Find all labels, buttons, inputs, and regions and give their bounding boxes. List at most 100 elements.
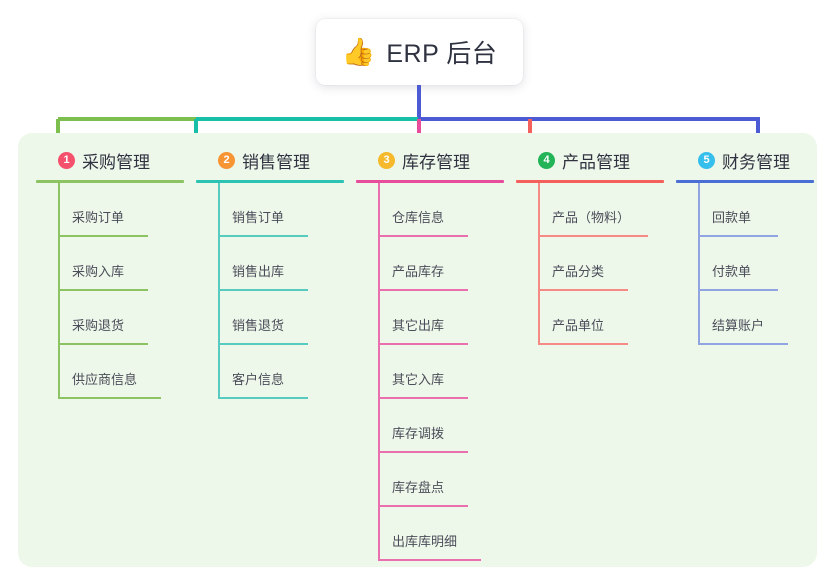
column-title-4: 产品管理: [562, 152, 630, 172]
list-item-rule: [218, 397, 308, 399]
column-title-2: 销售管理: [242, 152, 310, 172]
list-item[interactable]: 结算账户: [676, 291, 826, 345]
list-item[interactable]: 其它出库: [356, 291, 516, 345]
list-item-label: 采购退货: [72, 318, 125, 333]
list-item[interactable]: 库存盘点: [356, 453, 516, 507]
column-items-3: 仓库信息产品库存其它出库其它入库库存调拨库存盘点出库库明细: [356, 183, 516, 561]
column-rule-5: [676, 180, 814, 183]
list-item-label: 回款单: [712, 210, 752, 225]
column-title-5: 财务管理: [722, 152, 790, 172]
column-header-3[interactable]: 3 库存管理: [356, 147, 516, 173]
list-item-rule: [58, 289, 148, 291]
root-title: ERP 后台: [386, 40, 498, 68]
list-item[interactable]: 库存调拨: [356, 399, 516, 453]
list-item[interactable]: 采购入库: [36, 237, 196, 291]
list-item-rule: [538, 235, 648, 237]
column-header-2[interactable]: 2 销售管理: [196, 147, 356, 173]
column-spine-2: [218, 183, 220, 399]
list-item-label: 仓库信息: [392, 210, 445, 225]
list-item-label: 产品单位: [552, 318, 605, 333]
list-item-label: 采购订单: [72, 210, 125, 225]
list-item-rule: [538, 343, 628, 345]
list-item-rule: [698, 343, 788, 345]
list-item-rule: [378, 559, 481, 561]
list-item[interactable]: 采购订单: [36, 183, 196, 237]
list-item-label: 库存盘点: [392, 480, 445, 495]
column-1: 1 采购管理采购订单采购入库采购退货供应商信息: [36, 147, 196, 399]
column-rule-2: [196, 180, 344, 183]
list-item-rule: [378, 289, 468, 291]
list-item-rule: [378, 343, 468, 345]
list-item-rule: [378, 397, 468, 399]
column-items-5: 回款单付款单结算账户: [676, 183, 826, 345]
list-item-label: 付款单: [712, 264, 752, 279]
column-3: 3 库存管理仓库信息产品库存其它出库其它入库库存调拨库存盘点出库库明细: [356, 147, 516, 561]
column-spine-4: [538, 183, 540, 345]
list-item[interactable]: 产品库存: [356, 237, 516, 291]
list-item[interactable]: 产品（物料）: [516, 183, 676, 237]
column-items-1: 采购订单采购入库采购退货供应商信息: [36, 183, 196, 399]
list-item[interactable]: 产品单位: [516, 291, 676, 345]
list-item[interactable]: 客户信息: [196, 345, 356, 399]
list-item-label: 其它出库: [392, 318, 445, 333]
list-item-label: 结算账户: [712, 318, 765, 333]
list-item[interactable]: 销售退货: [196, 291, 356, 345]
list-item-label: 销售出库: [232, 264, 285, 279]
list-item[interactable]: 销售出库: [196, 237, 356, 291]
list-item-label: 产品库存: [392, 264, 445, 279]
list-item[interactable]: 回款单: [676, 183, 826, 237]
column-badge-1: 1: [58, 151, 75, 169]
list-item[interactable]: 供应商信息: [36, 345, 196, 399]
column-badge-3: 3: [378, 151, 395, 169]
list-item[interactable]: 付款单: [676, 237, 826, 291]
list-item-rule: [378, 451, 468, 453]
list-item-rule: [58, 235, 148, 237]
list-item-rule: [58, 343, 148, 345]
list-item[interactable]: 销售订单: [196, 183, 356, 237]
mindmap-panel: [18, 133, 817, 567]
column-spine-3: [378, 183, 380, 561]
list-item-label: 采购入库: [72, 264, 125, 279]
list-item-rule: [698, 289, 778, 291]
list-item[interactable]: 出库库明细: [356, 507, 516, 561]
list-item-rule: [218, 235, 308, 237]
list-item-rule: [218, 289, 308, 291]
column-title-1: 采购管理: [82, 152, 150, 172]
list-item-rule: [538, 289, 628, 291]
list-item-label: 销售退货: [232, 318, 285, 333]
column-header-1[interactable]: 1 采购管理: [36, 147, 196, 173]
list-item-label: 客户信息: [232, 372, 285, 387]
list-item-label: 库存调拨: [392, 426, 445, 441]
list-item[interactable]: 仓库信息: [356, 183, 516, 237]
thumbs-up-icon: 👍: [341, 36, 376, 67]
list-item-label: 出库库明细: [392, 534, 458, 549]
list-item[interactable]: 采购退货: [36, 291, 196, 345]
list-item-label: 销售订单: [232, 210, 285, 225]
column-spine-5: [698, 183, 700, 345]
list-item-label: 其它入库: [392, 372, 445, 387]
list-item-rule: [378, 235, 468, 237]
column-title-3: 库存管理: [402, 152, 470, 172]
column-rule-4: [516, 180, 664, 183]
column-items-2: 销售订单销售出库销售退货客户信息: [196, 183, 356, 399]
column-spine-1: [58, 183, 60, 399]
list-item[interactable]: 产品分类: [516, 237, 676, 291]
list-item-label: 供应商信息: [72, 372, 138, 387]
column-items-4: 产品（物料） 产品分类产品单位: [516, 183, 676, 345]
list-item-rule: [698, 235, 778, 237]
list-item-label: 产品分类: [552, 264, 605, 279]
column-badge-2: 2: [218, 151, 235, 169]
root-node[interactable]: 👍 ERP 后台: [316, 19, 523, 85]
list-item-label: 产品（物料）: [552, 210, 631, 225]
column-rule-1: [36, 180, 184, 183]
column-2: 2 销售管理销售订单销售出库销售退货客户信息: [196, 147, 356, 399]
list-item[interactable]: 其它入库: [356, 345, 516, 399]
list-item-rule: [378, 505, 468, 507]
list-item-rule: [218, 343, 308, 345]
column-rule-3: [356, 180, 504, 183]
list-item-rule: [58, 397, 161, 399]
